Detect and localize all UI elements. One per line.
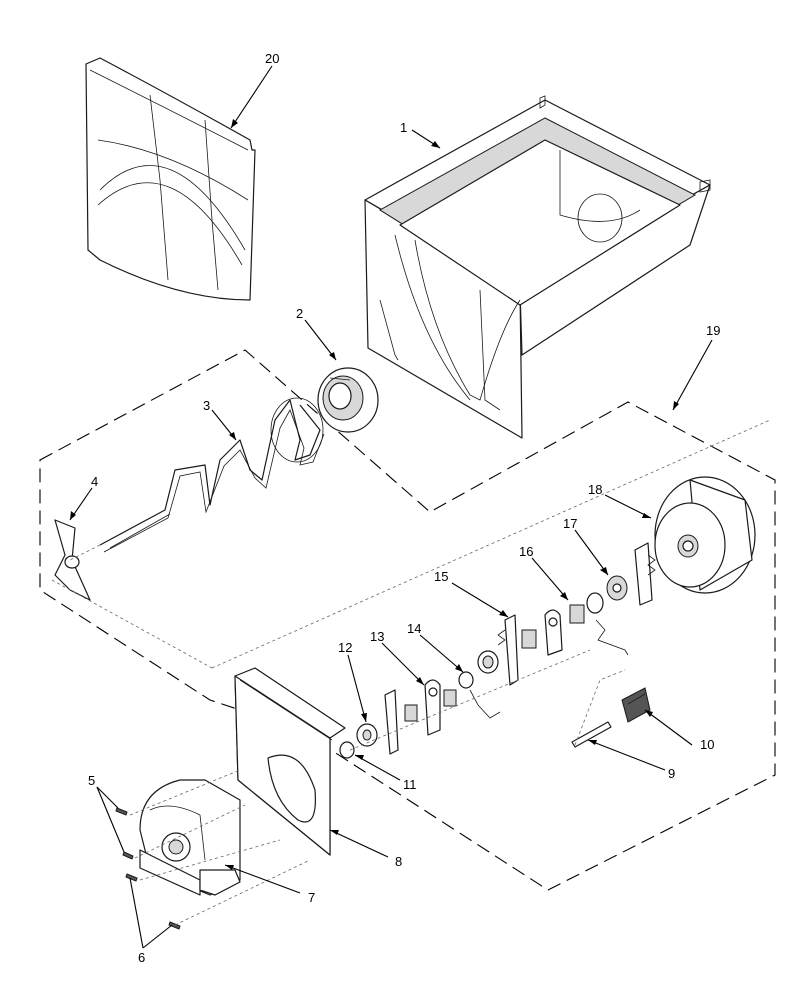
part-5-6-screws	[115, 807, 181, 930]
callout-10: 10	[700, 737, 714, 752]
part-20-bucket-front	[85, 57, 256, 301]
part-7-motor-housing	[139, 779, 241, 896]
callout-3: 3	[203, 398, 210, 413]
callout-15: 15	[434, 569, 448, 584]
part-4-crusher-blade	[54, 519, 91, 601]
callout-18: 18	[588, 482, 602, 497]
part-15-gear-bracket	[458, 614, 519, 719]
callout-1: 1	[400, 120, 407, 135]
callout-9: 9	[668, 766, 675, 781]
callout-5: 5	[88, 773, 95, 788]
callout-8: 8	[395, 854, 402, 869]
callout-4: 4	[91, 474, 98, 489]
part-2-bearing	[317, 367, 379, 433]
callout-7: 7	[308, 890, 315, 905]
part-12-13-14-gears	[339, 679, 457, 759]
callout-19: 19	[706, 323, 720, 338]
part-3-auger	[99, 397, 325, 553]
part-9-10-pin-connector	[571, 687, 651, 748]
part-8-mounting-plate	[234, 667, 346, 856]
callout-17: 17	[563, 516, 577, 531]
part-16-17-axle-group	[521, 542, 656, 656]
callout-6: 6	[138, 950, 145, 965]
callout-20: 20	[265, 51, 279, 66]
callout-12: 12	[338, 640, 352, 655]
callout-16: 16	[519, 544, 533, 559]
callout-14: 14	[407, 621, 421, 636]
leader-lines	[69, 65, 713, 949]
callout-2: 2	[296, 306, 303, 321]
part-18-drive-cup	[654, 476, 756, 594]
callout-13: 13	[370, 629, 384, 644]
callout-11: 11	[403, 777, 417, 792]
part-1-ice-bucket	[364, 95, 711, 439]
assembly-19-boundary	[39, 349, 776, 891]
